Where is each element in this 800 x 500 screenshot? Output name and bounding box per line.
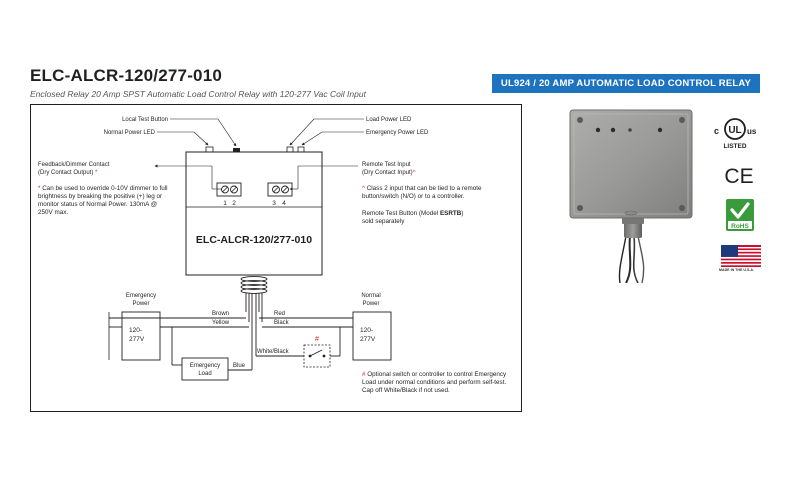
svg-text:RoHS: RoHS [731, 223, 749, 230]
emergency-load-label-1: Emergency [190, 363, 220, 369]
rohs-icon: RoHS [726, 199, 754, 231]
wiring-diagram-frame [30, 104, 522, 412]
callout-remote-line1: Remote Test Input [362, 162, 411, 168]
callout-normal-power-led: Normal Power LED [104, 130, 156, 136]
switch-hash-mark: # [315, 336, 319, 343]
emergency-power-led [297, 146, 305, 153]
wire-leads [245, 293, 263, 368]
usa-flag-icon [721, 245, 761, 267]
local-test-button [233, 148, 240, 152]
device-label: ELC-ALCR-120/277-010 [196, 234, 312, 246]
callout-remote-line2: (Dry Contact Input)^ [362, 170, 416, 176]
note-esrtb: Remote Test Button (Model ESRTB) sold se… [362, 210, 464, 225]
ce-mark-icon: CE [724, 165, 753, 188]
wiring [109, 317, 353, 371]
product-banner: UL924 / 20 AMP AUTOMATIC LOAD CONTROL RE… [492, 74, 760, 93]
voltage-right-1: 120- [360, 327, 373, 334]
wire-label-brown: Brown [212, 311, 229, 317]
load-power-led [286, 146, 294, 153]
page-title: ELC-ALCR-120/277-010 [30, 66, 223, 85]
note-caret: ^ Class 2 input that can be tied to a re… [362, 185, 482, 200]
wire-label-red: Red [274, 311, 285, 317]
svg-text:UL: UL [728, 125, 741, 136]
ul-listed-icon: c UL us LISTED [714, 118, 757, 150]
emergency-load-label-2: Load [198, 371, 211, 377]
wire-label-black: Black [274, 320, 290, 326]
terminal-1-label: 1 [223, 200, 227, 207]
optional-switch [303, 344, 331, 368]
emergency-power-source [121, 311, 161, 361]
terminal-3-label: 3 [272, 200, 276, 207]
svg-text:CE: CE [724, 165, 753, 188]
emergency-power-label-2: Power [132, 301, 149, 307]
emergency-load [181, 357, 229, 381]
voltage-left-1: 120- [129, 327, 142, 334]
wire-label-white-black: White/Black [257, 349, 290, 355]
normal-power-source [352, 311, 392, 361]
product-enclosure-image [569, 109, 693, 283]
voltage-left-2: 277V [129, 336, 145, 343]
wire-bundle [240, 276, 268, 294]
callout-load-power-led: Load Power LED [366, 117, 412, 123]
page-subtitle: Enclosed Relay 20 Amp SPST Automatic Loa… [30, 89, 366, 99]
terminal-block-1-2 [216, 182, 242, 197]
made-in-usa-label: MADE IN THE U.S.A. [719, 268, 754, 272]
emergency-power-label-1: Emergency [126, 293, 156, 299]
normal-power-label-1: Normal [361, 293, 380, 299]
callout-emergency-power-led: Emergency Power LED [366, 130, 429, 136]
relay-body [185, 151, 323, 276]
terminal-4-label: 4 [282, 200, 286, 207]
terminal-2-label: 2 [232, 200, 236, 207]
wire-label-blue: Blue [233, 363, 246, 369]
normal-power-led [205, 146, 214, 153]
note-star: * Can be used to override 0-10V dimmer t… [38, 185, 168, 216]
voltage-right-2: 277V [360, 336, 376, 343]
callout-feedback-line2: (Dry Contact Output) * [38, 170, 98, 176]
callout-local-test-button: Local Test Button [122, 117, 168, 123]
wire-label-yellow: Yellow [212, 320, 230, 326]
svg-text:us: us [747, 127, 757, 136]
callout-feedback-line1: Feedback/Dimmer Contact [38, 162, 110, 168]
normal-power-label-2: Power [362, 301, 379, 307]
note-hash: # Optional switch or controller to contr… [362, 371, 507, 394]
svg-text:c: c [714, 126, 719, 136]
svg-text:LISTED: LISTED [723, 143, 746, 150]
